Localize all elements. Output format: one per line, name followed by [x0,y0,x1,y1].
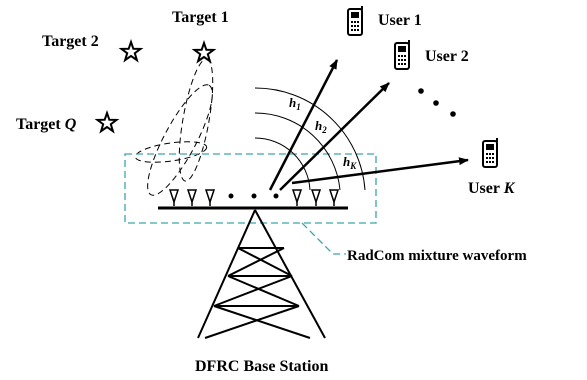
radar-lobe-3 [134,141,208,163]
antenna-4-icon [292,189,302,207]
antenna-5-icon [311,189,321,207]
array-ellipsis-dot-1 [228,193,234,199]
users-ellipsis-dot-2 [433,100,439,106]
target-1-star-icon [193,42,215,63]
waveform-callout-line [301,222,346,255]
user-k-phone-icon [482,137,499,168]
users-ellipsis-dot-1 [418,88,424,94]
antenna-2-icon [187,189,197,207]
base-station-tower-icon [197,209,326,339]
users-ellipsis-dot-3 [450,111,456,117]
beam-to-user-1 [268,59,339,191]
target-q-label: Target Q [16,116,77,133]
channel-hk-label: hK [343,154,357,171]
array-ellipsis-dot-2 [251,193,257,199]
antenna-6-icon [329,189,339,207]
target-2-label: Target 2 [42,33,99,50]
waveform-box [124,153,377,224]
target-1-label: Target 1 [172,9,229,26]
channel-arc-2 [254,112,341,191]
user-k-label: User K [468,180,516,197]
target-q-star-icon [96,112,118,133]
beam-to-user-2 [279,82,390,191]
base-station-label: DFRC Base Station [195,358,328,375]
channel-h2-label: h2 [315,118,327,135]
channel-arcs [254,87,366,191]
channel-arc-1 [254,87,366,191]
user-2-phone-icon [394,39,411,70]
channel-arc-3 [254,137,311,191]
antenna-3-icon [205,189,215,207]
radar-lobe-2 [178,58,214,182]
beam-to-user-k [291,157,469,185]
waveform-label: RadCom mixture waveform [347,248,527,264]
array-ellipsis-dot-3 [273,193,279,199]
user-1-label: User 1 [378,12,422,29]
comm-beams [268,59,469,191]
user-1-phone-icon [347,5,364,36]
radar-beam-lobes [134,58,214,196]
channel-h1-label: h1 [289,95,301,112]
user-2-label: User 2 [425,48,469,65]
radar-lobe-1 [147,84,213,196]
antenna-1-icon [169,189,179,207]
target-2-star-icon [120,41,142,62]
